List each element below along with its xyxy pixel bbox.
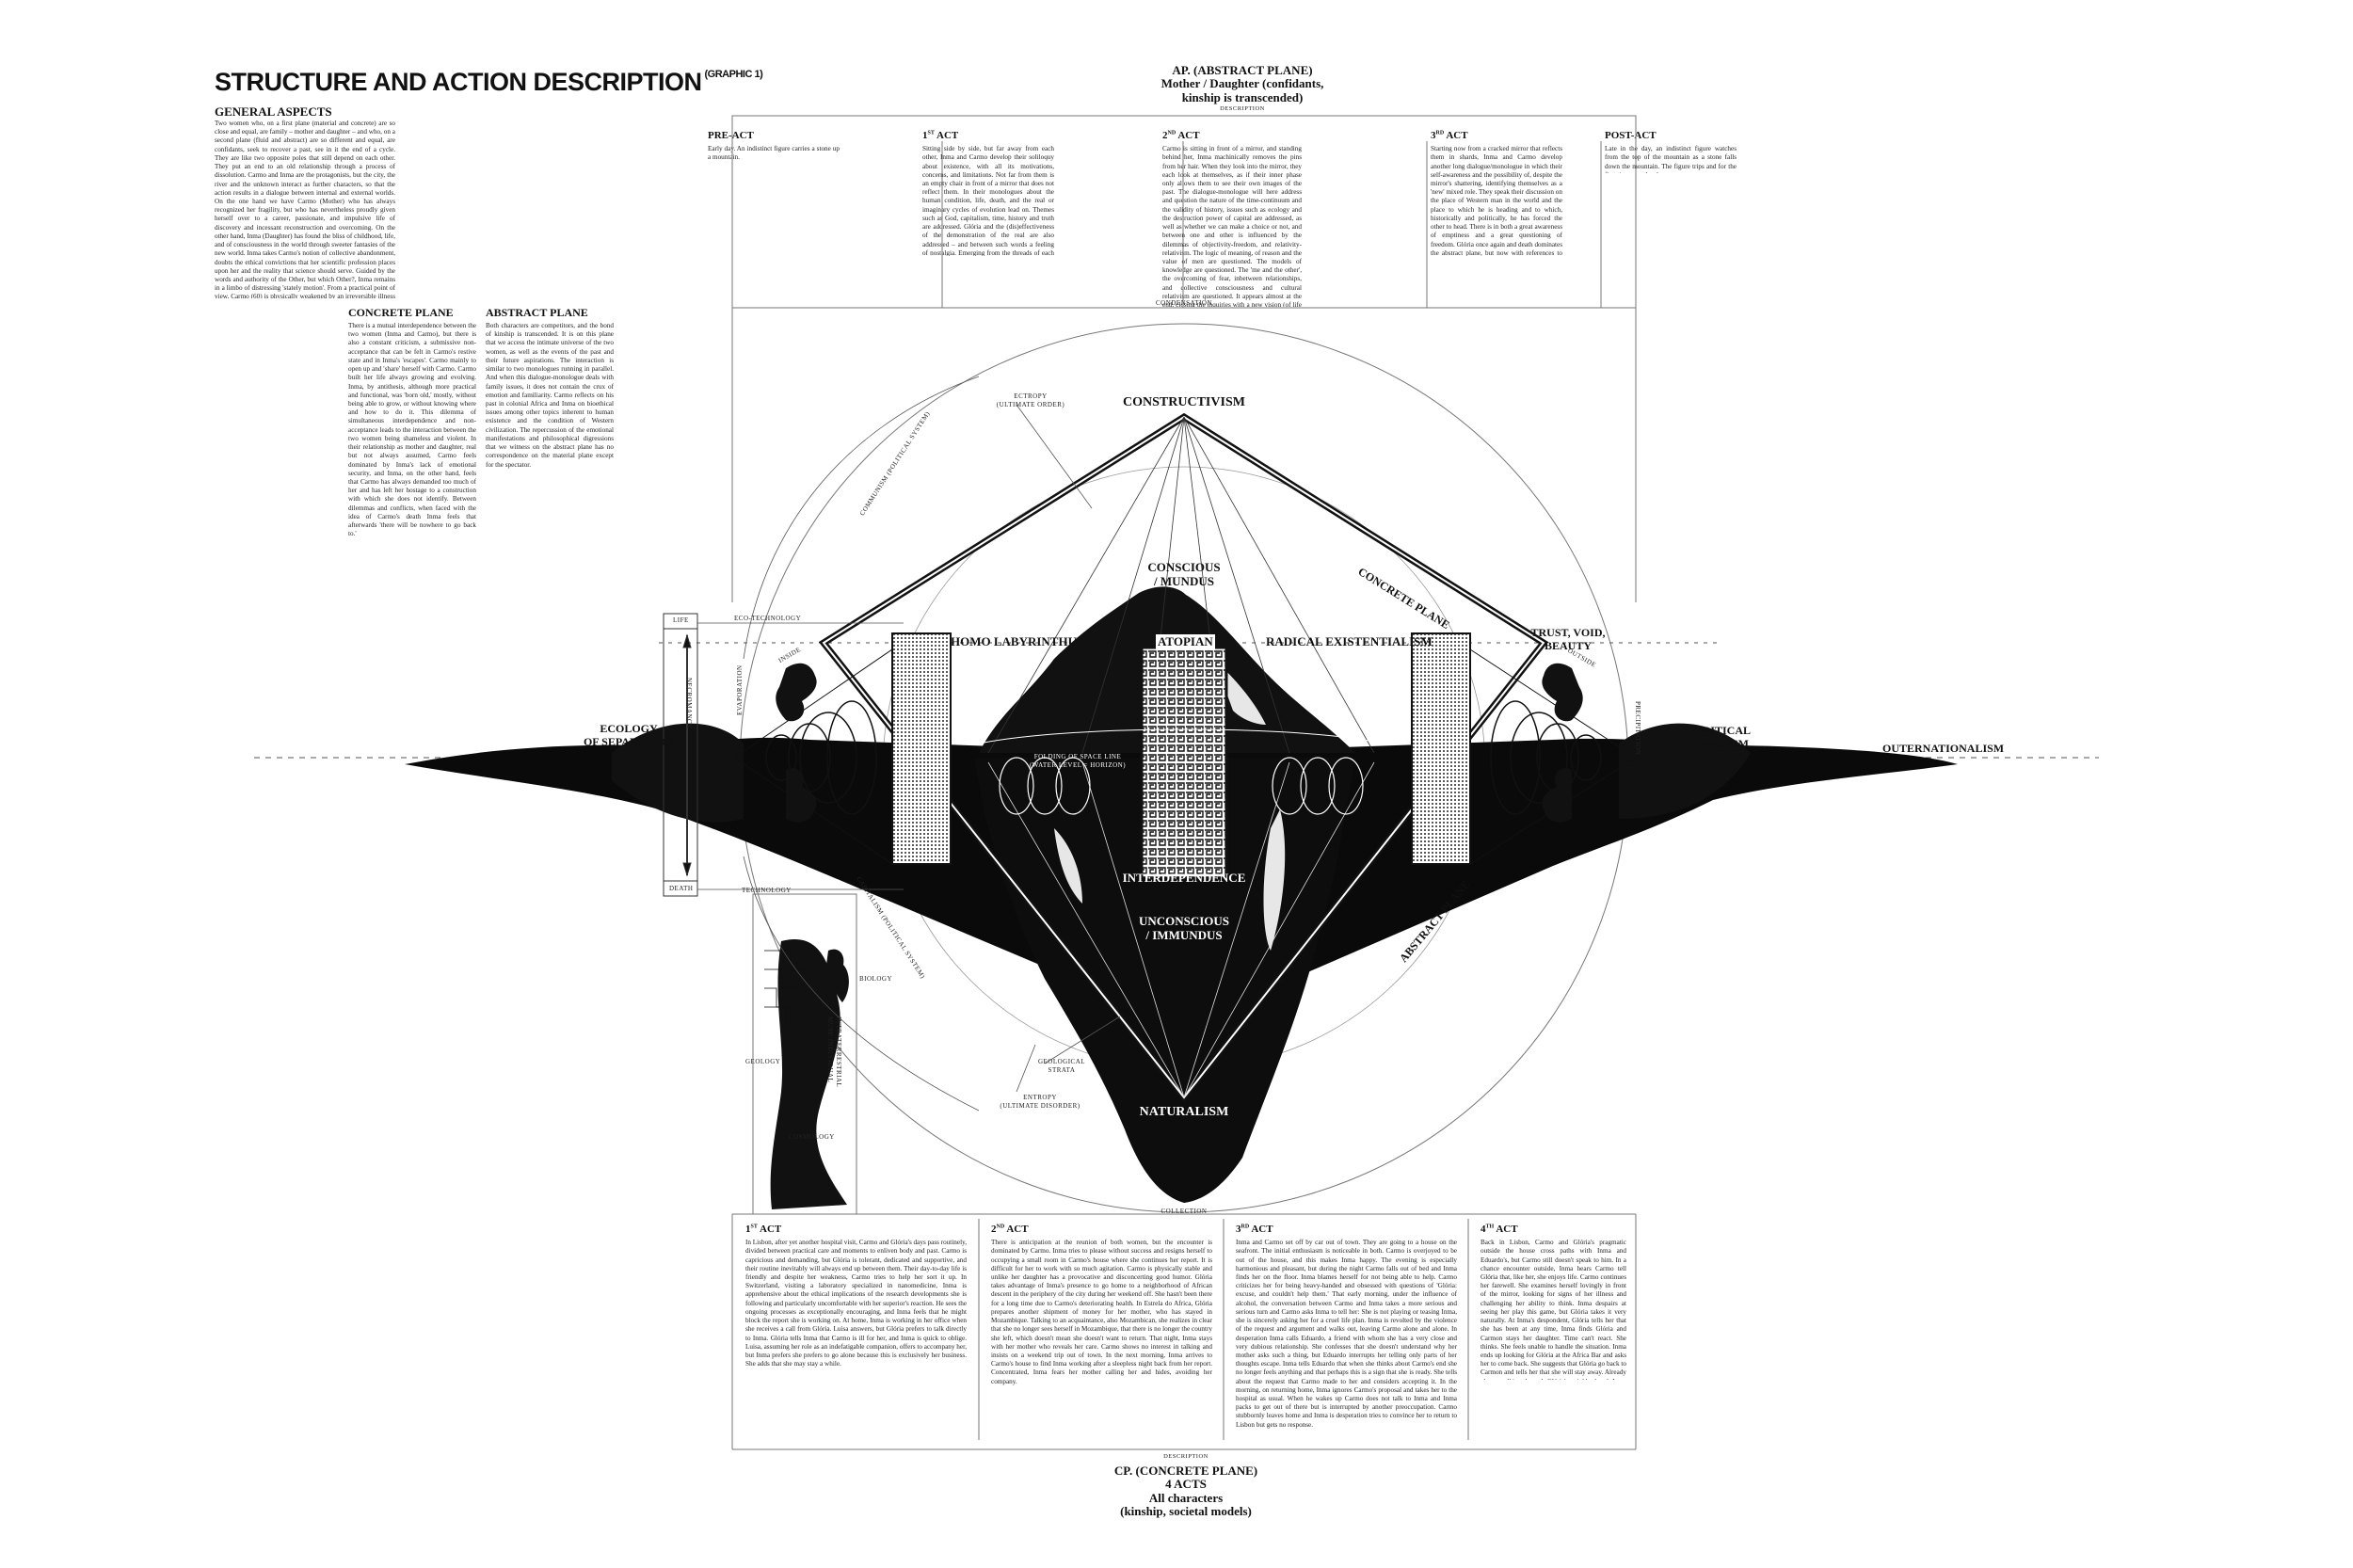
precipitation-label: PRECIPITATION: [1634, 701, 1641, 756]
act-label: 2ND ACT: [991, 1224, 1029, 1235]
life-death-scale: [663, 613, 698, 897]
act-text: In Lisbon, after yet another hospital vi…: [745, 1239, 967, 1368]
act-bottom-2: 2ND ACT There is anticipation at the reu…: [991, 1224, 1212, 1427]
underwater-coils: [999, 757, 1364, 815]
right-climber-figure: [1542, 663, 1583, 722]
act-top-1: 1ST ACT Sitting side by side, but far aw…: [922, 130, 1054, 256]
act-top-post: POST-ACT Late in the day, an indistinct …: [1605, 130, 1737, 173]
life-label: LIFE: [673, 616, 689, 624]
cp-footer: CP. (CONCRETE PLANE) 4 ACTS All characte…: [1016, 1464, 1355, 1518]
entropy-label: ENTROPY(ULTIMATE DISORDER): [1000, 1094, 1080, 1111]
technology-label: TECHNOLOGY: [742, 887, 792, 894]
cp-line-2: 4 ACTS: [1165, 1477, 1207, 1492]
act-text: Inma and Carmo set off by car out of tow…: [1236, 1239, 1457, 1429]
biology-label: BIOLOGY: [859, 975, 892, 983]
cp-description-label: DESCRIPTION: [1163, 1453, 1209, 1460]
ap-title: AP. (ABSTRACT PLANE): [1172, 63, 1313, 77]
act-label: 2ND ACT: [1162, 130, 1200, 141]
tech-circuit: [764, 950, 809, 1026]
general-aspects-heading: GENERAL ASPECTS: [215, 104, 332, 119]
cp-line-4: (kinship, societal models): [1120, 1503, 1252, 1518]
water-level-curve: [978, 728, 1385, 744]
act-text: Early day. An indistinct figure carries …: [708, 145, 840, 162]
naturalism-label: NATURALISM: [1139, 1105, 1229, 1119]
frame-lines: [731, 115, 1637, 1450]
homo-labyrinthus-label: HOMO LABYRINTHUS: [951, 634, 1084, 648]
concrete-plane-text: There is a mutual interdependence betwee…: [348, 322, 476, 538]
abstract-plane-heading: ABSTRACT PLANE: [486, 306, 588, 319]
radical-existentialism-label: RADICAL EXISTENTIALISM: [1266, 634, 1433, 648]
act-text: Late in the day, an indistinct figure wa…: [1605, 145, 1737, 173]
top-frame: [731, 115, 1637, 309]
geology-label: GEOLOGY: [745, 1058, 781, 1065]
act-text: Back in Lisbon, Carmo and Glória's pragm…: [1481, 1239, 1626, 1380]
guide-lines: [697, 376, 1121, 1112]
condensation-label: CONDENSATION: [1155, 299, 1213, 307]
act-label: PRE-ACT: [708, 130, 754, 141]
title-text: STRUCTURE AND ACTION DESCRIPTION: [215, 68, 702, 96]
act-label: 3RD ACT: [1431, 130, 1468, 141]
interdependence-label: INTERDEPENDENCE: [1122, 871, 1246, 885]
act-bottom-4: 4TH ACT Back in Lisbon, Carmo and Glória…: [1481, 1224, 1626, 1380]
left-reflection-figure: [786, 768, 817, 823]
death-label: DEATH: [669, 885, 694, 892]
right-pillar: [1411, 632, 1471, 865]
evaporation-label: EVAPORATION: [736, 664, 744, 715]
concrete-plane-heading: CONCRETE PLANE: [348, 306, 454, 319]
right-reflection-figure: [1542, 768, 1572, 823]
act-bottom-3: 3RD ACT Inma and Carmo set off by car ou…: [1236, 1224, 1457, 1444]
act-label: 1ST ACT: [922, 130, 959, 141]
page-title: STRUCTURE AND ACTION DESCRIPTION(GRAPHIC…: [215, 68, 763, 97]
act-text: Carmo is sitting in front of a mirror, a…: [1162, 145, 1302, 308]
collection-label: COLLECTION: [1160, 1208, 1208, 1215]
ap-header: AP. (ABSTRACT PLANE) Mother / Daughter (…: [1016, 63, 1468, 104]
outernationalism-label: OUTERNATIONALISM: [1882, 742, 2005, 755]
act-text: Starting now from a cracked mirror that …: [1431, 145, 1562, 257]
atopian-label: ATOPIAN: [1156, 634, 1215, 649]
cp-line-3: All characters: [1148, 1490, 1224, 1505]
strata-column: [752, 893, 857, 1215]
cp-title: CP. (CONCRETE PLANE): [1113, 1464, 1258, 1478]
title-graphic-number: (GRAPHIC 1): [704, 69, 763, 80]
act-top-3: 3RD ACT Starting now from a cracked mirr…: [1431, 130, 1562, 256]
general-aspects-text: Two women who, on a first plane (materia…: [215, 120, 395, 298]
trust-void-beauty-label: TRUST, VOID,BEAUTY: [1530, 626, 1606, 652]
act-label: 4TH ACT: [1481, 1224, 1518, 1235]
act-label: POST-ACT: [1605, 130, 1657, 141]
left-climber-figure: [776, 663, 817, 722]
necromancy-label: NECROMANCY: [685, 678, 693, 729]
ectropy-label: ECTROPY(ULTIMATE ORDER): [996, 392, 1065, 409]
act-label: 1ST ACT: [745, 1224, 782, 1235]
unconscious-immundus-label: UNCONSCIOUS/ IMMUNDUS: [1138, 914, 1230, 942]
left-pillar: [891, 632, 952, 865]
act-label: 3RD ACT: [1236, 1224, 1273, 1235]
act-text: There is anticipation at the reunion of …: [991, 1239, 1212, 1385]
water-level-label: FOLDING OF SPACE LINE(WATER LEVEL = HORI…: [1029, 753, 1127, 770]
left-spirals: [765, 700, 877, 815]
eco-technology-label: ECO-TECHNOLOGY: [734, 615, 802, 622]
conscious-mundus-label: CONSCIOUS/ MUNDUS: [1147, 560, 1221, 588]
act-top-2: 2ND ACT Carmo is sitting in front of a m…: [1162, 130, 1302, 307]
central-labyrinth: [1140, 646, 1228, 880]
cosmology-label: COSMOLOGY: [789, 1133, 835, 1141]
act-text: Sitting side by side, but far away from …: [922, 145, 1054, 257]
water-spray: [612, 723, 1751, 823]
act-top-pre: PRE-ACT Early day. An indistinct figure …: [708, 130, 840, 173]
constructivism-label: CONSTRUCTIVISM: [1123, 395, 1245, 409]
ap-subtitle-1: Mother / Daughter (confidants,: [1160, 76, 1324, 91]
biology-figure: [826, 949, 849, 1002]
ap-subtitle-2: kinship is transcended): [1181, 89, 1304, 104]
ap-description-label: DESCRIPTION: [1220, 105, 1265, 112]
abstract-plane-text: Both characters are competitors, and the…: [486, 322, 614, 469]
act-bottom-1: 1ST ACT In Lisbon, after yet another hos…: [745, 1224, 967, 1427]
